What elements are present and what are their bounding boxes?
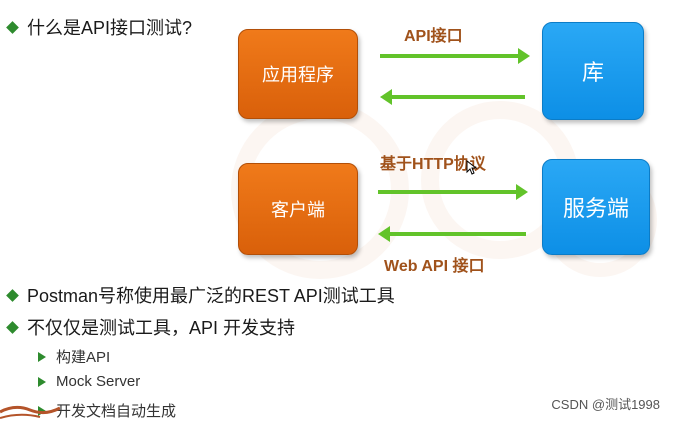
corner-decoration — [0, 405, 60, 419]
sub-bullet-row-2: Mock Server — [38, 373, 140, 390]
sub-bullet-row-3: 开发文档自动生成 — [38, 400, 176, 421]
sub-bullet-text-3: 开发文档自动生成 — [56, 403, 177, 420]
app-box: 应用程序 — [238, 29, 358, 119]
csdn-footer: CSDN @测试1998 — [551, 397, 660, 412]
bullet-row-1: Postman号称使用最广泛的REST API测试工具 — [6, 282, 395, 308]
library-box-label: 库 — [581, 60, 604, 85]
bullet-text-2: 不仅仅是测试工具，API 开发支持 — [27, 318, 296, 338]
library-box: 库 — [542, 22, 644, 120]
sub-bullet-text-1: 构建API — [56, 349, 111, 366]
client-box: 客户端 — [238, 163, 358, 255]
sub-bullet-row-1: 构建API — [38, 346, 110, 367]
bullet-text-1: Postman号称使用最广泛的REST API测试工具 — [27, 286, 395, 306]
arrow-app-to-library — [380, 48, 530, 64]
api-interface-label: API接口 — [404, 28, 463, 45]
triangle-bullet-icon — [38, 405, 46, 416]
server-box-label: 服务端 — [562, 196, 629, 221]
diamond-bullet-icon — [6, 20, 19, 34]
arrow-library-to-app — [380, 89, 525, 105]
diamond-bullet-icon — [6, 320, 19, 334]
arrow-server-to-client — [378, 226, 526, 242]
title-row: 什么是API接口测试? — [6, 14, 193, 40]
sub-bullet-text-2: Mock Server — [56, 373, 141, 390]
server-box: 服务端 — [542, 159, 650, 255]
triangle-bullet-icon — [38, 351, 46, 362]
mouse-cursor-icon — [466, 160, 478, 175]
client-box-label: 客户端 — [271, 200, 325, 220]
web-api-label: Web API 接口 — [384, 258, 485, 275]
http-protocol-label: 基于HTTP协议 — [380, 156, 486, 173]
app-box-label: 应用程序 — [262, 65, 334, 85]
bullet-row-2: 不仅仅是测试工具，API 开发支持 — [6, 314, 296, 340]
slide-title: 什么是API接口测试? — [27, 18, 193, 38]
triangle-bullet-icon — [38, 376, 46, 387]
diamond-bullet-icon — [6, 288, 19, 302]
arrow-client-to-server — [378, 184, 528, 200]
